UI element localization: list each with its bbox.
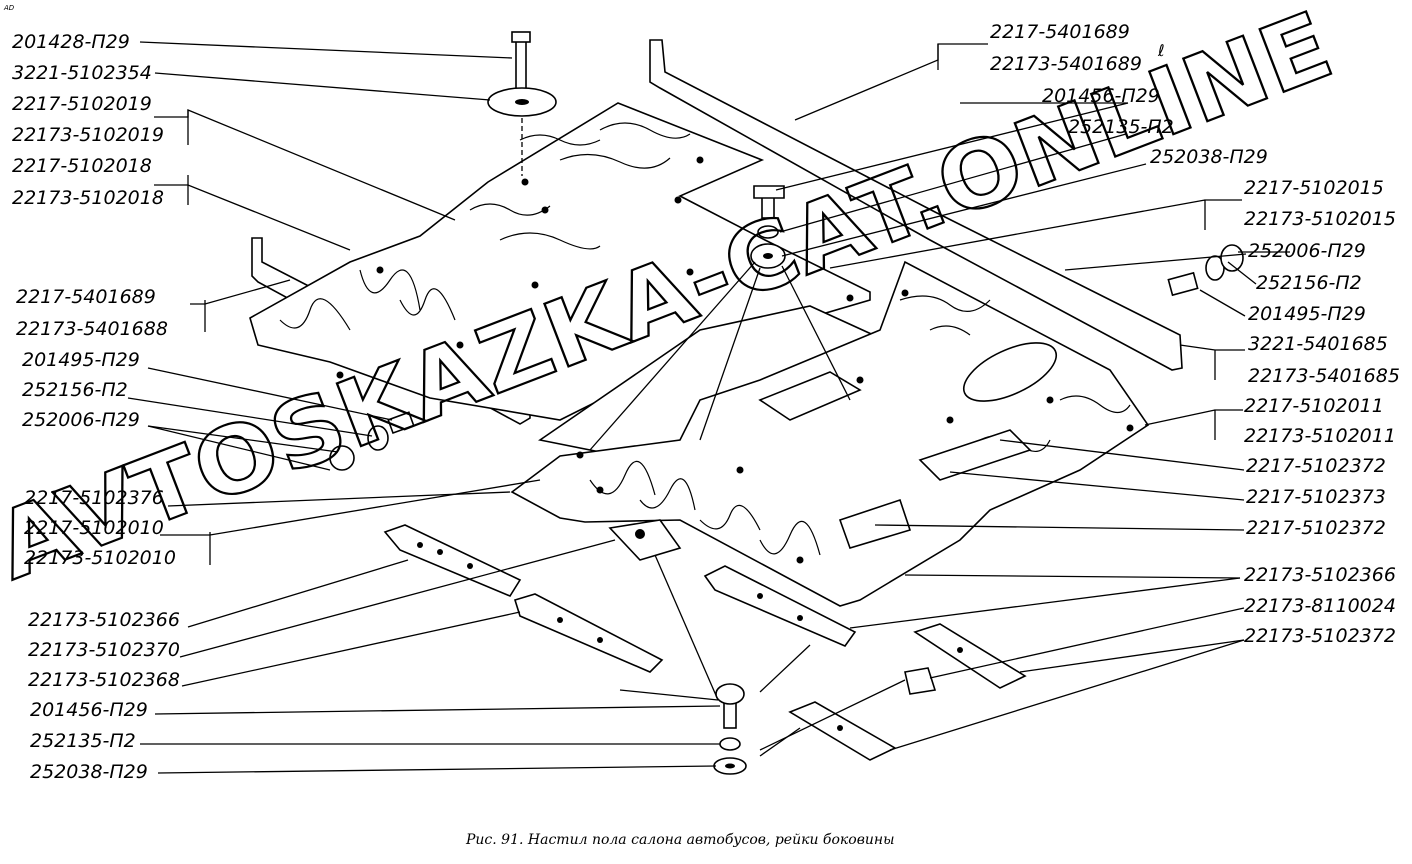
floor-panel-front	[510, 260, 1150, 607]
fasteners	[329, 31, 1244, 775]
label-r2: 201456-П29	[1042, 85, 1160, 107]
labels-right: 2217-5401689 22173-5401689 201456-П29 25…	[990, 21, 1400, 647]
label-l3: 22173-5102019	[12, 124, 164, 146]
label-r1: 22173-5401689	[990, 53, 1142, 75]
small-mark: ℓ	[1157, 41, 1165, 60]
bracket-22173-8110024	[904, 667, 937, 695]
label-l13: 22173-5102010	[24, 547, 176, 569]
washer-252156-left	[367, 425, 389, 451]
label-r14: 2217-5102372	[1246, 455, 1386, 477]
label-r8: 252156-П2	[1256, 272, 1362, 294]
label-r0: 2217-5401689	[990, 21, 1130, 43]
label-l9: 252156-П2	[22, 379, 128, 401]
floor-bracket-center	[758, 371, 862, 421]
nut-252135-top	[757, 225, 779, 239]
leader-lines	[127, 41, 1290, 774]
label-r4: 252038-П29	[1150, 146, 1268, 168]
label-r13: 22173-5102011	[1244, 425, 1396, 447]
label-r6: 22173-5102015	[1244, 208, 1396, 230]
label-l10: 252006-П29	[22, 409, 140, 431]
floor-hatch	[962, 342, 1058, 402]
label-r16: 2217-5102372	[1246, 517, 1386, 539]
washer-252006-right	[1220, 244, 1244, 272]
label-l2: 2217-5102019	[12, 93, 152, 115]
right-side-rail	[649, 39, 1183, 371]
label-l11: 2217-5102376	[24, 487, 164, 509]
label-r5: 2217-5102015	[1244, 177, 1384, 199]
label-r7: 252006-П29	[1248, 240, 1366, 262]
label-r19: 22173-5102372	[1244, 625, 1396, 647]
label-l17: 201456-П29	[30, 699, 148, 721]
label-l0: 201428-П29	[12, 31, 130, 53]
label-l16: 22173-5102368	[28, 669, 180, 691]
floor-rails	[383, 519, 1027, 761]
label-l14: 22173-5102366	[28, 609, 180, 631]
label-r3: 252135-П2	[1068, 116, 1174, 138]
corner-mark: АD	[3, 4, 15, 12]
floor-assembly	[249, 39, 1183, 607]
label-l4: 2217-5102018	[12, 155, 152, 177]
label-r10: 3221-5401685	[1248, 333, 1388, 355]
rail-22173-5102366-right	[703, 565, 857, 647]
bolt-201495-right	[1167, 271, 1199, 297]
label-r12: 2217-5102011	[1244, 395, 1384, 417]
label-r17: 22173-5102366	[1244, 564, 1396, 586]
label-l1: 3221-5102354	[12, 62, 152, 84]
wood-grain	[279, 122, 1131, 556]
label-r18: 22173-8110024	[1244, 595, 1396, 617]
floor-bracket-front-2	[838, 498, 912, 549]
label-l5: 22173-5102018	[12, 187, 164, 209]
rail-22173-5102368	[513, 593, 664, 673]
label-l18: 252135-П2	[30, 730, 136, 752]
label-l6: 2217-5401689	[16, 286, 156, 308]
floor-bracket-front	[918, 429, 1032, 481]
figure-caption: Рис. 91. Настил пола салона автобусов, р…	[465, 832, 894, 848]
label-l19: 252038-П29	[30, 761, 148, 783]
nut-252135-bottom	[719, 737, 741, 751]
rail-22173-5102370	[608, 519, 682, 561]
panel-holes	[336, 156, 1134, 564]
label-l7: 22173-5401688	[16, 318, 168, 340]
label-r9: 201495-П29	[1248, 303, 1366, 325]
label-l12: 2217-5102010	[24, 517, 164, 539]
labels-left: 201428-П29 3221-5102354 2217-5102019 221…	[12, 31, 180, 783]
bolt-201495-left	[387, 411, 415, 435]
label-r11: 22173-5401685	[1248, 365, 1400, 387]
bolt-201428	[515, 39, 527, 96]
label-l8: 201495-П29	[22, 349, 140, 371]
label-l15: 22173-5102370	[28, 639, 180, 661]
label-r15: 2217-5102373	[1246, 486, 1386, 508]
